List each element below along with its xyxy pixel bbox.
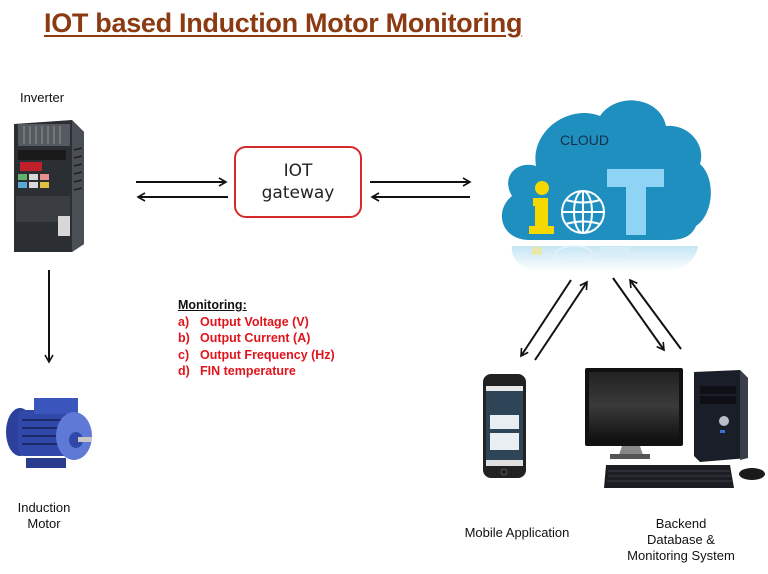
mobile-label: Mobile Application	[464, 525, 570, 540]
item-key: b)	[178, 331, 190, 345]
backend-label-line1: Backend	[655, 516, 707, 531]
cloud-label: CLOUD	[560, 132, 610, 148]
iot-gateway-box: IOT gateway	[234, 146, 362, 218]
item-key: c)	[178, 347, 190, 362]
monitoring-list: Monitoring: a) Output Voltage (V) b) Outpu…	[178, 297, 335, 380]
arrow-cloud-to-mobile	[520, 279, 572, 358]
monitoring-item: b) Output Current (A)	[178, 330, 335, 347]
motor-label-line2: Motor	[27, 516, 61, 531]
monitoring-heading: Monitoring:	[178, 298, 247, 312]
backend-label-line3: Monitoring System	[627, 548, 735, 563]
smartphone-icon	[483, 374, 526, 478]
item-text: Output Current (A)	[200, 331, 311, 345]
motor-label-line1: Induction	[17, 500, 71, 515]
monitoring-item: a) Output Voltage (V)	[178, 314, 335, 331]
motor-label: Induction Motor	[4, 500, 84, 532]
item-key: a)	[178, 314, 190, 329]
backend-label-line2: Database &	[647, 532, 715, 547]
page-title: IOT based Induction Motor Monitoring	[44, 8, 523, 38]
gateway-line2: gateway	[261, 183, 335, 203]
gateway-line1: IOT	[283, 161, 313, 181]
induction-motor-icon	[6, 398, 92, 468]
monitoring-item: c) Output Frequency (Hz)	[178, 347, 335, 364]
arrow-mobile-to-cloud	[534, 280, 588, 361]
backend-label: Backend Database & Monitoring System	[612, 516, 750, 564]
desktop-computer-icon	[585, 368, 765, 488]
item-text: Output Frequency (Hz)	[200, 347, 335, 362]
inverter-device-icon	[14, 120, 84, 252]
item-key: d)	[178, 364, 190, 378]
item-text: FIN temperature	[200, 364, 296, 378]
arrow-cloud-to-backend	[612, 277, 665, 352]
inverter-label: Inverter	[19, 90, 65, 105]
arrow-backend-to-cloud	[629, 278, 682, 350]
item-text: Output Voltage (V)	[200, 314, 309, 329]
monitoring-item: d) FIN temperature	[178, 363, 335, 380]
iot-cloud-icon	[501, 100, 711, 272]
